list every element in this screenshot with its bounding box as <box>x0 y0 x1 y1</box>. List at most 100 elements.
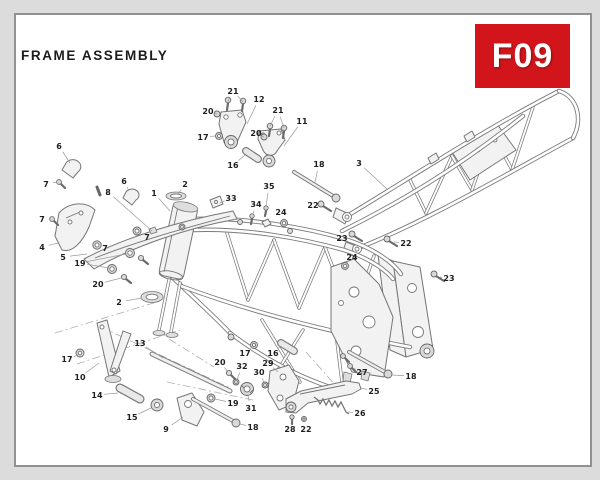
callout-leader <box>363 167 389 191</box>
callout-leader <box>360 387 368 390</box>
callout-17: 17 <box>197 133 208 142</box>
callout-22: 22 <box>400 239 411 248</box>
side-stand-group <box>250 339 393 426</box>
callout-19: 19 <box>227 399 239 408</box>
callout-leader <box>214 398 227 402</box>
lower-linkage <box>75 319 254 428</box>
callout-leader <box>238 154 246 161</box>
callout-leader <box>86 253 127 262</box>
callout-31: 31 <box>245 404 257 413</box>
callout-20: 20 <box>214 358 226 367</box>
callout-leader <box>227 97 231 102</box>
callout-18: 18 <box>247 423 259 432</box>
callout-23: 23 <box>443 274 454 283</box>
callout-leader <box>48 242 59 246</box>
callout-10: 10 <box>74 373 86 382</box>
callout-leader <box>239 423 247 426</box>
callout-leader <box>314 170 318 183</box>
callout-leader <box>113 196 153 232</box>
callout-leader <box>261 378 265 383</box>
callout-17: 17 <box>61 355 72 364</box>
callout-7: 7 <box>102 244 108 253</box>
callout-18: 18 <box>313 160 325 169</box>
callout-leader <box>283 218 285 221</box>
rear-subframe <box>332 88 581 258</box>
callout-2: 2 <box>182 180 188 189</box>
callout-leader <box>219 200 225 204</box>
callout-leader <box>352 367 356 370</box>
callout-leader <box>158 197 171 212</box>
callout-leader <box>278 345 282 349</box>
callout-leader <box>252 210 255 215</box>
callout-35: 35 <box>263 182 275 191</box>
callout-20: 20 <box>250 129 262 138</box>
callout-30: 30 <box>253 368 265 377</box>
callout-leader <box>69 253 88 257</box>
callout-6: 6 <box>56 142 62 151</box>
callout-leader <box>214 112 218 115</box>
callout-leader <box>104 277 122 283</box>
callout-leader <box>126 187 130 192</box>
callout-22: 22 <box>300 425 311 434</box>
callout-leader <box>272 367 279 373</box>
callout-24: 24 <box>346 253 358 262</box>
subframe-hardware <box>317 200 446 283</box>
callout-leader <box>138 407 152 415</box>
callout-7: 7 <box>43 180 49 189</box>
callout-9: 9 <box>163 425 169 434</box>
callout-leader <box>246 105 257 125</box>
callout-19: 19 <box>74 259 86 268</box>
callout-27: 27 <box>356 368 367 377</box>
callout-21: 21 <box>272 106 284 115</box>
part-code-text: F09 <box>491 36 554 75</box>
callout-4: 4 <box>39 243 45 252</box>
callout-leader <box>391 374 405 376</box>
callout-33: 33 <box>225 194 236 203</box>
callout-15: 15 <box>126 413 138 422</box>
callout-16: 16 <box>227 161 239 170</box>
callout-leader <box>52 181 58 184</box>
callout-leader <box>247 395 250 402</box>
callout-34: 34 <box>250 200 262 209</box>
callout-11: 11 <box>296 117 308 126</box>
callout-1: 1 <box>151 189 157 198</box>
callout-20: 20 <box>202 107 214 116</box>
callout-28: 28 <box>284 425 296 434</box>
callout-25: 25 <box>368 387 380 396</box>
callout-21: 21 <box>227 87 239 96</box>
callout-leader <box>250 346 253 349</box>
callout-29: 29 <box>262 359 274 368</box>
callout-leader <box>265 192 269 207</box>
upper-brackets <box>213 96 341 227</box>
callout-7: 7 <box>39 215 45 224</box>
callout-24: 24 <box>275 208 287 217</box>
callout-leader <box>224 367 229 373</box>
callout-32: 32 <box>236 362 247 371</box>
callout-leader <box>283 126 299 147</box>
callout-leader <box>269 116 276 127</box>
callout-6: 6 <box>121 177 127 186</box>
callout-13: 13 <box>134 339 145 348</box>
callout-leader <box>85 362 100 374</box>
callout-leader <box>145 346 164 359</box>
footpeg-plate <box>330 258 394 384</box>
callout-7: 7 <box>144 233 150 242</box>
callout-leader <box>236 372 240 381</box>
callout-17: 17 <box>239 349 250 358</box>
callout-3: 3 <box>356 159 362 168</box>
callout-leader <box>279 116 285 129</box>
callout-leader <box>103 392 119 395</box>
page-title: FRAME ASSEMBLY <box>21 48 169 63</box>
part-code-badge: F09 <box>475 24 570 88</box>
callout-leader <box>345 262 348 265</box>
callout-leader <box>262 135 265 138</box>
callout-8: 8 <box>105 188 111 197</box>
callout-leader <box>171 416 184 426</box>
callout-leader <box>177 189 182 195</box>
callout-leader <box>125 297 143 302</box>
callout-18: 18 <box>405 372 417 381</box>
callout-leader <box>237 95 244 103</box>
callout-leader <box>139 231 142 234</box>
